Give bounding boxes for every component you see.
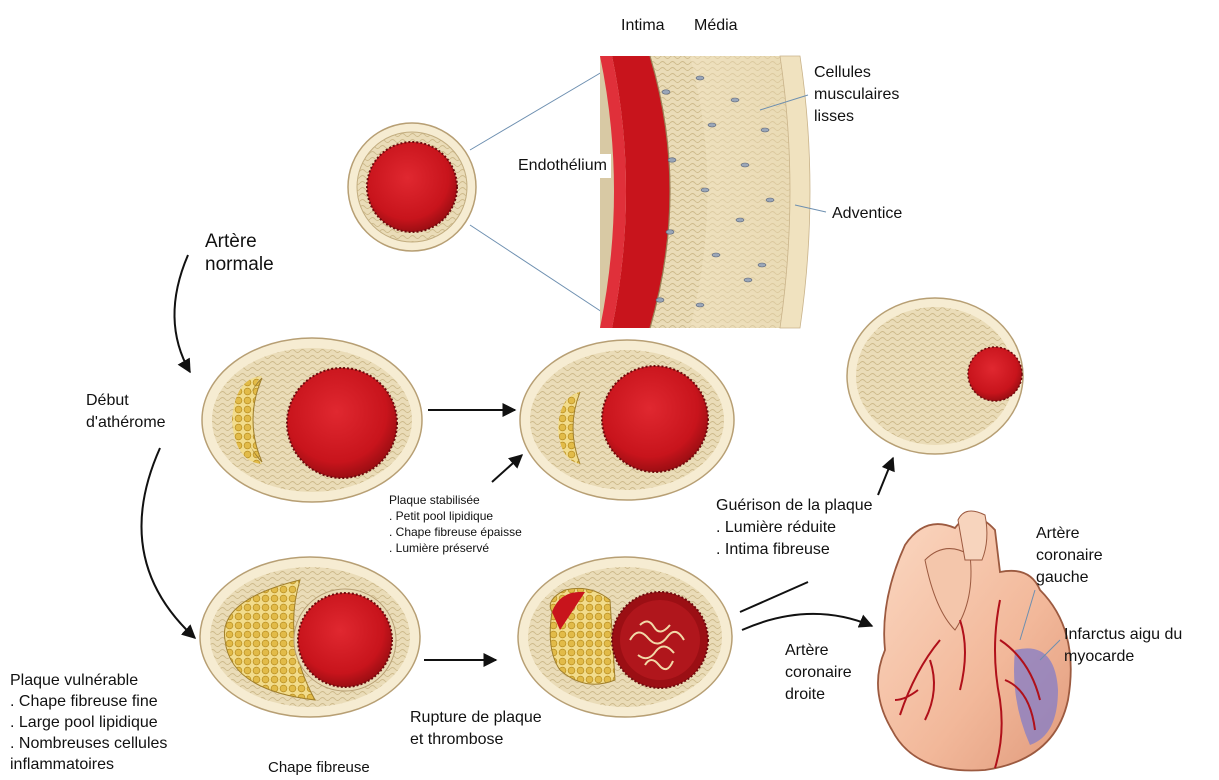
stabilisee-title: Plaque stabilisée xyxy=(389,492,522,508)
label-adventice: Adventice xyxy=(832,203,902,225)
label-chape-fibreuse: Chape fibreuse xyxy=(268,757,370,779)
rupture-thrombosis-cross-section xyxy=(518,557,732,717)
zoom-line-top xyxy=(470,72,602,150)
arrow-normal-to-debut xyxy=(174,255,190,372)
vulnerable-plaque-cross-section xyxy=(200,557,420,717)
vulnerable-items: . Chape fibreuse fine . Large pool lipid… xyxy=(10,691,167,775)
stabilized-plaque-cross-section xyxy=(520,340,734,500)
label-endothelium: Endothélium xyxy=(514,154,611,178)
arrow-stabilisee-label xyxy=(492,455,522,482)
label-artere-coronaire-droite: Artère coronaire droite xyxy=(785,640,852,706)
label-media: Média xyxy=(694,15,738,37)
label-artere-coronaire-gauche: Artère coronaire gauche xyxy=(1036,523,1103,589)
label-rupture-thrombose: Rupture de plaque et thrombose xyxy=(410,707,542,751)
guerison-items: . Lumière réduite . Intima fibreuse xyxy=(716,517,873,561)
guerison-title: Guérison de la plaque xyxy=(716,495,873,517)
label-artere-normale: Artère normale xyxy=(205,230,274,276)
line-rupture-to-guerison xyxy=(740,582,808,612)
arrow-debut-to-vulnerable xyxy=(141,448,195,638)
arrow-rupture-to-heart xyxy=(742,614,872,630)
label-intima: Intima xyxy=(621,15,665,37)
magnified-artery-wall xyxy=(600,56,810,328)
zoom-line-bottom xyxy=(470,225,602,312)
arrow-to-healed xyxy=(878,458,893,495)
vulnerable-plaque-note: Plaque vulnérable . Chape fibreuse fine … xyxy=(10,670,167,775)
label-cellules-musculaires: Cellules musculaires lisses xyxy=(814,62,899,128)
vulnerable-title: Plaque vulnérable xyxy=(10,670,167,691)
healed-plaque-cross-section xyxy=(847,298,1023,454)
normal-artery-cross-section xyxy=(348,123,476,251)
healing-note: Guérison de la plaque . Lumière réduite … xyxy=(716,495,873,561)
stabilized-plaque-note: Plaque stabilisée . Petit pool lipidique… xyxy=(389,492,522,556)
label-debut-atherome: Début d'athérome xyxy=(86,390,166,434)
stabilisee-items: . Petit pool lipidique . Chape fibreuse … xyxy=(389,508,522,556)
label-infarctus: Infarctus aigu du myocarde xyxy=(1064,624,1182,668)
early-atheroma-cross-section xyxy=(202,338,422,502)
